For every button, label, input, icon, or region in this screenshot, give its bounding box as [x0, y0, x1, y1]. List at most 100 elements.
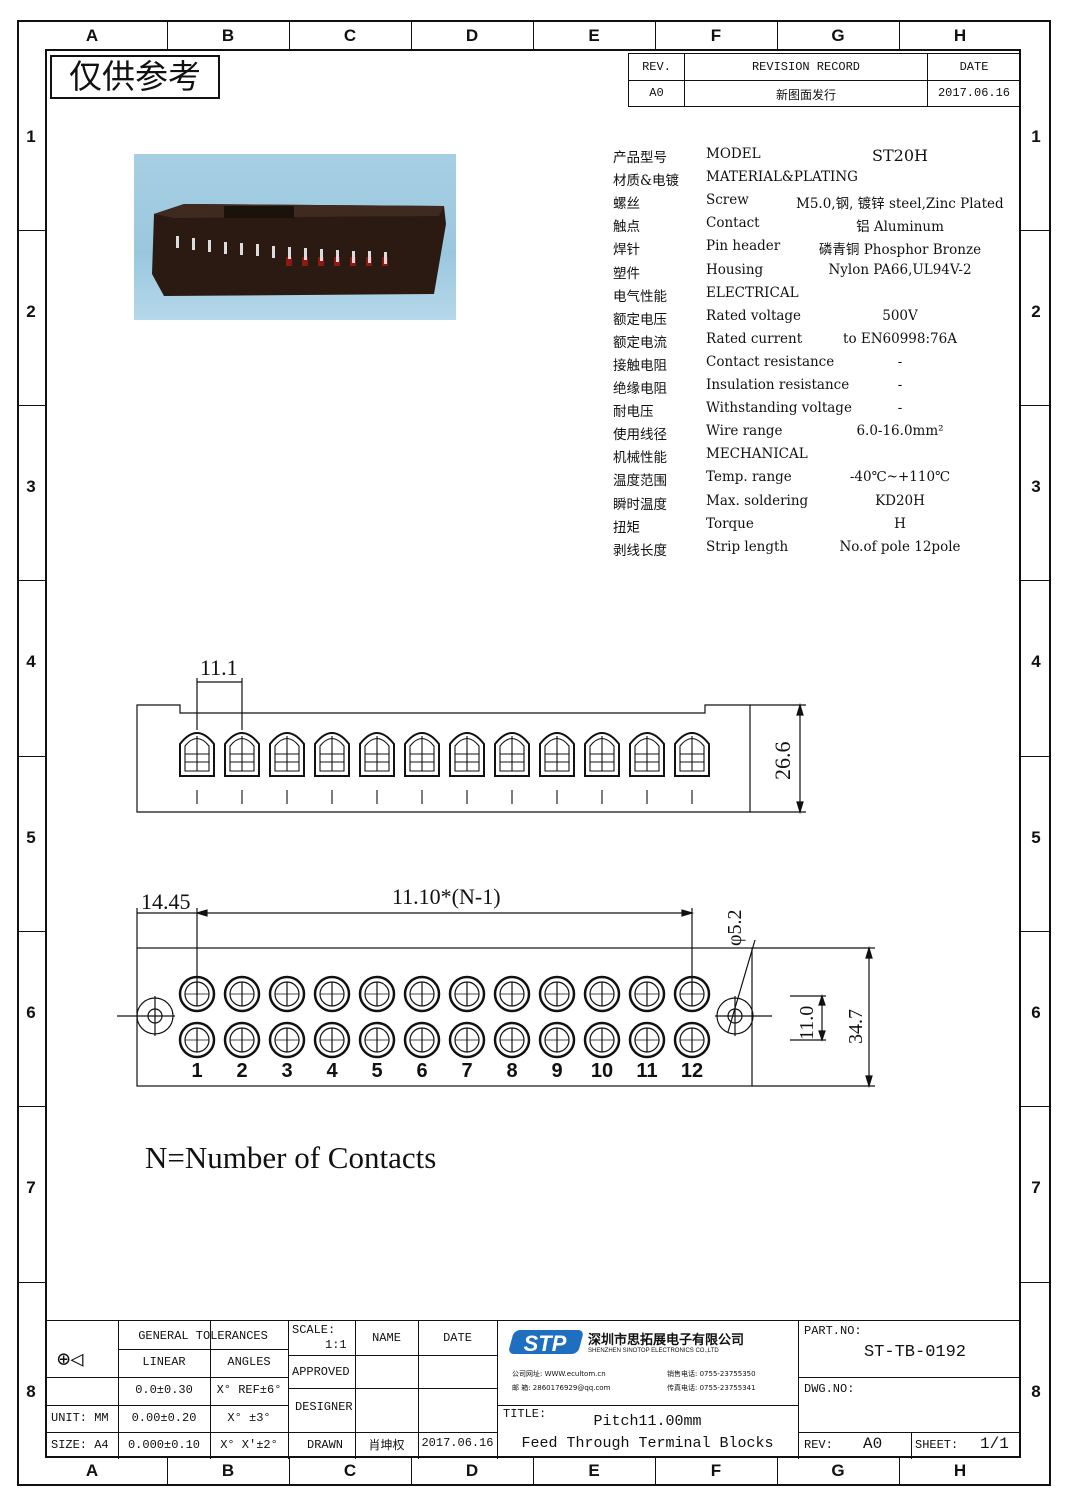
projection-symbol-icon: ⊕◁: [57, 1348, 84, 1373]
spec-value: KD20H: [875, 493, 925, 509]
pin-number: 2: [236, 1060, 248, 1082]
front-terminal: [494, 732, 530, 804]
top-height-dimension: 34.7: [845, 1009, 867, 1044]
rev-value: A0: [649, 86, 664, 100]
angle-tol-1: X° REF±6°: [216, 1383, 282, 1397]
spec-value: M5.0,钢, 镀锌 steel,Zinc Plated: [796, 196, 1004, 212]
row-label: 2: [1031, 302, 1041, 321]
title-line-1: Pitch11.00mm: [593, 1413, 702, 1430]
col-label: B: [221, 1461, 235, 1480]
col-label: C: [343, 26, 357, 45]
spec-label-en: Temp. range: [706, 469, 792, 485]
hole-dimension: φ5.2: [724, 909, 746, 946]
pin-number: 3: [281, 1060, 293, 1082]
spec-label-cn: 额定电压: [613, 312, 667, 328]
spec-label-cn: 材质&电镀: [613, 173, 680, 189]
drawn-label: DRAWN: [307, 1438, 344, 1452]
screw-terminal: [448, 1021, 486, 1059]
grid-divider: [19, 1106, 45, 1107]
logo-text: STP: [524, 1331, 567, 1356]
revision-date: 2017.06.16: [937, 86, 1010, 100]
spec-label-cn: 塑件: [613, 266, 640, 282]
spec-value: to EN60998:76A: [843, 331, 957, 347]
company-name-cn: 深圳市思拓展电子有限公司: [588, 1333, 745, 1348]
designer-label: DESIGNER: [295, 1400, 353, 1414]
grid-divider: [655, 22, 656, 49]
pin-number: 8: [506, 1060, 518, 1082]
spec-value: -: [897, 354, 903, 370]
col-label: G: [831, 1461, 845, 1480]
row-label: 4: [26, 652, 36, 671]
spec-label-en: MECHANICAL: [706, 446, 808, 462]
spec-label-en: Torque: [706, 516, 754, 532]
row-label: 6: [26, 1003, 36, 1022]
sheet-value: 1/1: [980, 1435, 1009, 1453]
spec-value: No.of pole 12pole: [839, 539, 961, 555]
drawing-border-inner: [45, 49, 1021, 1458]
spec-label-cn: 瞬时温度: [613, 497, 667, 513]
title-line-2: Feed Through Terminal Blocks: [521, 1435, 774, 1452]
grid-divider: [167, 1458, 168, 1485]
company-email: 邮 箱: 2860176929@qq.com: [512, 1384, 611, 1392]
grid-divider: [411, 22, 412, 49]
spec-value: 6.0-16.0mm²: [856, 423, 944, 439]
pin-number: 4: [326, 1060, 338, 1082]
rev-value-tb: A0: [863, 1435, 883, 1453]
spec-value: -: [897, 377, 903, 393]
grid-divider: [1021, 580, 1049, 581]
pin-number: 9: [551, 1060, 563, 1082]
unit-label: UNIT: MM: [51, 1411, 109, 1425]
spec-label-cn: 绝缘电阻: [613, 381, 667, 397]
front-terminal: [359, 732, 395, 804]
screw-terminal: [223, 975, 261, 1013]
screw-terminal: [673, 1021, 711, 1059]
span-dimension: 11.10*(N-1): [392, 884, 501, 909]
spec-label-en: Wire range: [706, 423, 783, 439]
spec-label-cn: 使用线径: [613, 427, 667, 443]
spec-label-en: Contact resistance: [706, 354, 835, 370]
screw-terminal: [403, 975, 441, 1013]
spec-label-cn: 扭矩: [613, 520, 640, 536]
row-label: 8: [1031, 1382, 1041, 1401]
spec-value: 磷青铜 Phosphor Bronze: [818, 242, 982, 258]
row-label: 8: [26, 1382, 36, 1401]
col-label: G: [831, 26, 845, 45]
spec-label-cn: 剥线长度: [613, 543, 667, 559]
spec-label-cn: 触点: [613, 219, 640, 235]
grid-divider: [777, 1458, 778, 1485]
grid-divider: [19, 405, 45, 406]
row-label: 2: [26, 302, 36, 321]
pin-number: 1: [191, 1060, 203, 1082]
drawn-date: 2017.06.16: [421, 1436, 494, 1450]
screw-terminal: [223, 1021, 261, 1059]
row-label: 6: [1031, 1003, 1041, 1022]
front-terminal: [449, 732, 485, 804]
contacts-note: N=Number of Contacts: [145, 1140, 437, 1175]
spec-label-en: Strip length: [706, 539, 789, 555]
screw-terminal: [583, 975, 621, 1013]
grid-divider: [19, 756, 45, 757]
grid-divider: [899, 22, 900, 49]
spec-label-en: Contact: [706, 215, 760, 231]
front-terminal: [269, 732, 305, 804]
linear-header: LINEAR: [142, 1355, 186, 1369]
date-header-tb: DATE: [443, 1331, 472, 1345]
screw-terminal: [268, 975, 306, 1013]
grid-divider: [1021, 756, 1049, 757]
front-terminal: [584, 732, 620, 804]
company-fax: 传真电话: 0755-23755341: [667, 1384, 756, 1392]
row-gap-dimension: 11.0: [796, 1005, 818, 1040]
grid-divider: [19, 580, 45, 581]
row-label: 4: [1031, 652, 1041, 671]
row-label: 1: [26, 127, 36, 146]
front-terminal: [314, 732, 350, 804]
sheet-label: SHEET:: [915, 1438, 959, 1452]
spec-label-en: Screw: [706, 192, 749, 208]
spec-label-cn: 耐电压: [613, 404, 654, 420]
front-terminal: [629, 732, 665, 804]
spec-label-cn: 螺丝: [613, 196, 640, 212]
company-website: 公司网址: WWW.ecultom.cn: [512, 1370, 606, 1378]
grid-divider: [1021, 1282, 1049, 1283]
drawing-number-label: DWG.NO:: [804, 1382, 855, 1396]
col-label: H: [953, 26, 967, 45]
